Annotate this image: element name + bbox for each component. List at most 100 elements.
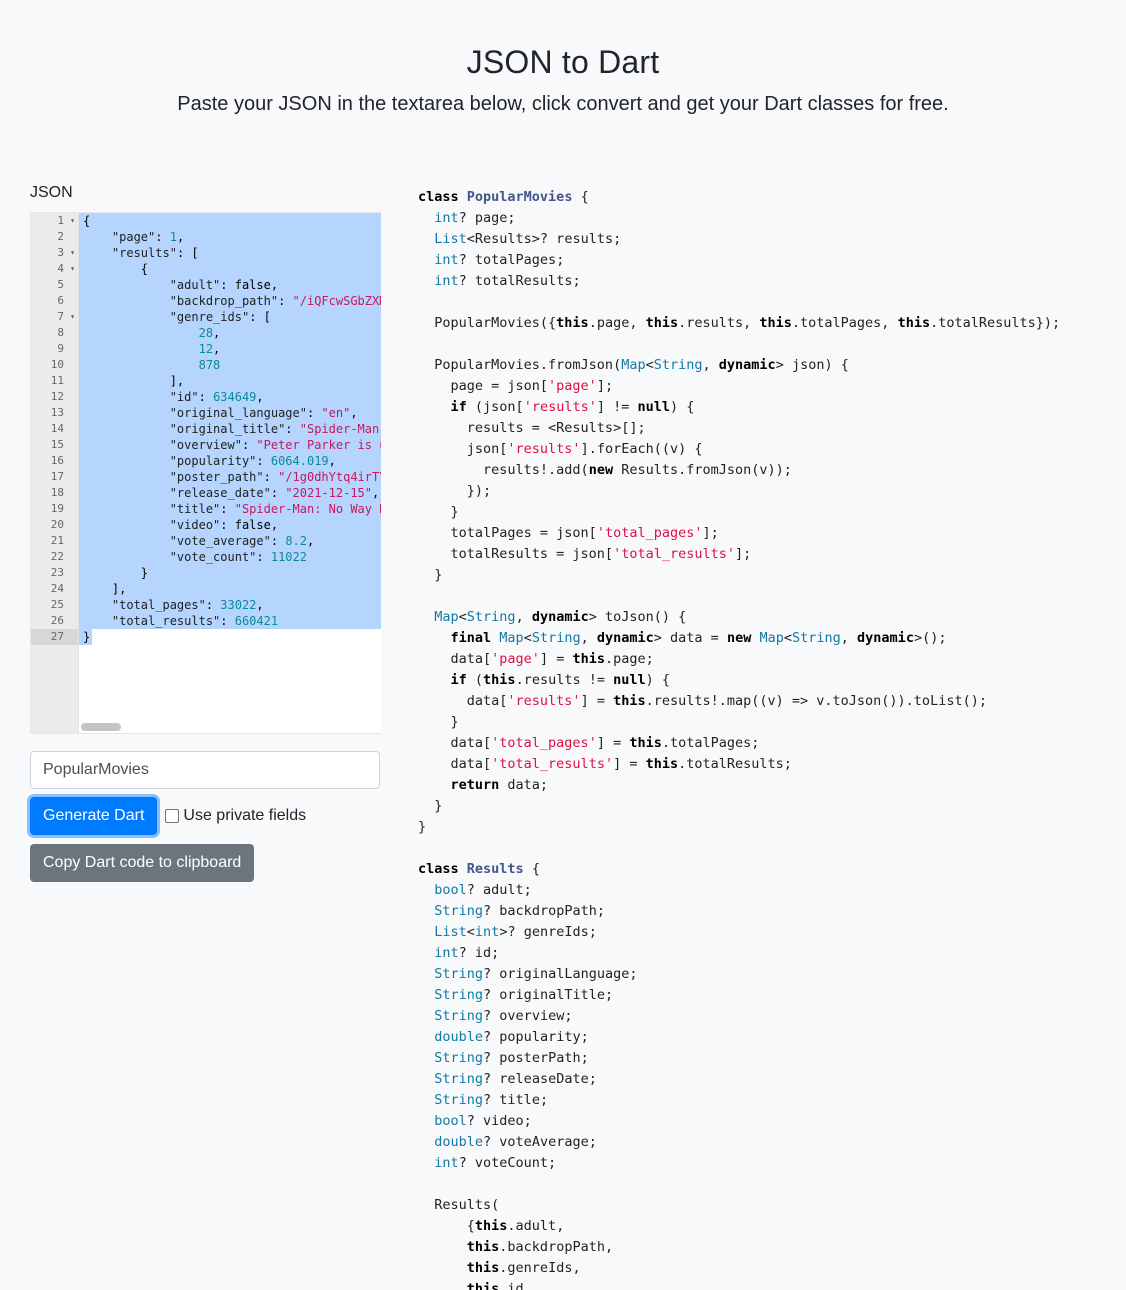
dart-token: 'results' bbox=[507, 693, 581, 709]
fold-arrow-icon[interactable]: ▾ bbox=[70, 216, 75, 225]
dart-token: this bbox=[897, 315, 931, 331]
line-number: 20 bbox=[50, 518, 64, 531]
code-token: "genre_ids" bbox=[169, 310, 250, 324]
code-token: "adult" bbox=[169, 278, 221, 292]
dart-token: null bbox=[637, 399, 670, 415]
dart-code-line: } bbox=[400, 565, 1126, 586]
code-token: : bbox=[198, 390, 214, 404]
dart-token: results = <Results>[]; bbox=[418, 420, 646, 436]
dart-token: results!.add( bbox=[418, 462, 589, 478]
dart-code-line: class PopularMovies { bbox=[400, 187, 1126, 208]
dart-token: int bbox=[434, 273, 459, 289]
dart-token: , bbox=[840, 630, 858, 646]
dart-token: < bbox=[466, 924, 475, 940]
code-token: "overview" bbox=[169, 438, 242, 452]
class-name-input[interactable] bbox=[30, 751, 380, 789]
dart-code-line: totalResults = json['total_results']; bbox=[400, 544, 1126, 565]
dart-token: double bbox=[434, 1134, 484, 1150]
dart-code-line: String? posterPath; bbox=[400, 1048, 1126, 1069]
code-token: "page" bbox=[111, 230, 156, 244]
copy-to-clipboard-button[interactable]: Copy Dart code to clipboard bbox=[30, 844, 255, 882]
dart-token: 'total_results' bbox=[491, 756, 614, 772]
code-token bbox=[83, 310, 170, 324]
line-number: 4▾ bbox=[57, 262, 75, 275]
code-token bbox=[83, 438, 170, 452]
dart-token: data[ bbox=[418, 693, 508, 709]
json-label: JSON bbox=[30, 184, 73, 201]
dart-token: String bbox=[434, 966, 484, 982]
dart-token: , bbox=[515, 609, 532, 625]
editor-horizontal-scrollbar[interactable] bbox=[81, 723, 121, 731]
fold-arrow-icon[interactable]: ▾ bbox=[70, 248, 75, 257]
dart-token: final bbox=[450, 630, 492, 646]
json-code-line: "overview": "Peter Parker is unmasked", bbox=[79, 437, 381, 453]
dart-token: > data = bbox=[653, 630, 727, 646]
text-selection-tail bbox=[79, 629, 92, 645]
line-number: 5 bbox=[57, 278, 64, 291]
line-number: 24 bbox=[50, 582, 64, 595]
dart-code-line: int? page; bbox=[400, 208, 1126, 229]
dart-token: dynamic bbox=[857, 630, 914, 646]
line-number: 26 bbox=[50, 614, 64, 627]
dart-token bbox=[418, 1113, 434, 1129]
dart-code-line: String? releaseDate; bbox=[400, 1069, 1126, 1090]
code-token: : bbox=[263, 470, 279, 484]
dart-token: .genreIds, bbox=[499, 1260, 581, 1276]
dart-code-line: final Map<String, dynamic> data = new Ma… bbox=[400, 628, 1126, 649]
code-token bbox=[83, 614, 112, 628]
dart-token: data[ bbox=[418, 651, 492, 667]
code-token: "id" bbox=[169, 390, 199, 404]
dart-token bbox=[418, 1029, 434, 1045]
dart-token bbox=[418, 882, 434, 898]
dart-token: PopularMovies bbox=[466, 189, 573, 205]
dart-token: ? popularity; bbox=[483, 1029, 589, 1045]
json-code-line: ], bbox=[79, 581, 381, 597]
dart-token: Map bbox=[434, 609, 459, 625]
json-code-line: "vote_count": 11022 bbox=[79, 549, 381, 565]
private-fields-option[interactable]: Use private fields bbox=[165, 807, 306, 825]
code-token: "vote_count" bbox=[169, 550, 257, 564]
dart-code-line bbox=[400, 1174, 1126, 1195]
json-code-line: "popularity": 6064.019, bbox=[79, 453, 381, 469]
dart-token bbox=[418, 1239, 467, 1255]
dart-token bbox=[418, 1134, 434, 1150]
fold-arrow-icon[interactable]: ▾ bbox=[70, 312, 75, 321]
dart-token: { bbox=[572, 189, 589, 205]
dart-token: ? video; bbox=[466, 1113, 532, 1129]
dart-token bbox=[418, 231, 434, 247]
code-token: "/iQFcwSGbZXMkeyKrxbPnwnRo5fl.jpg", bbox=[292, 294, 381, 308]
line-number: 3▾ bbox=[57, 246, 75, 259]
code-token: , bbox=[328, 454, 336, 468]
dart-token: Results.fromJson(v)); bbox=[613, 462, 792, 478]
dart-token: dynamic bbox=[531, 609, 589, 625]
dart-token: Results bbox=[466, 861, 524, 877]
json-code-line: "backdrop_path": "/iQFcwSGbZXMkeyKrxbPnw… bbox=[79, 293, 381, 309]
dart-token: <Results>? results; bbox=[466, 231, 622, 247]
dart-token bbox=[418, 672, 451, 688]
code-token bbox=[83, 598, 112, 612]
dart-token: page = json[ bbox=[418, 378, 549, 394]
dart-code-line: this.id, bbox=[400, 1279, 1126, 1290]
dart-token: .totalPages; bbox=[661, 735, 760, 751]
fold-arrow-icon[interactable]: ▾ bbox=[70, 264, 75, 273]
code-token bbox=[83, 358, 199, 372]
code-token: : [ bbox=[176, 246, 199, 260]
line-number: 10 bbox=[50, 358, 64, 371]
generate-dart-button[interactable]: Generate Dart bbox=[30, 797, 158, 835]
dart-token: ? posterPath; bbox=[483, 1050, 589, 1066]
code-token: { bbox=[83, 214, 91, 228]
line-number: 22 bbox=[50, 550, 64, 563]
line-number: 27 bbox=[31, 629, 78, 645]
code-token bbox=[83, 454, 170, 468]
editor-code-area[interactable]: { "page": 1, "results": [ { "adult": fal… bbox=[79, 213, 381, 733]
code-token: : bbox=[270, 534, 286, 548]
dart-token: this bbox=[629, 735, 662, 751]
dart-code-line: double? popularity; bbox=[400, 1027, 1126, 1048]
private-fields-checkbox[interactable] bbox=[165, 809, 180, 823]
json-code-line: "total_results": 660421 bbox=[79, 613, 381, 629]
dart-token: bool bbox=[434, 1113, 467, 1129]
dart-token: Results( bbox=[418, 1197, 500, 1213]
dart-token: String bbox=[434, 987, 484, 1003]
